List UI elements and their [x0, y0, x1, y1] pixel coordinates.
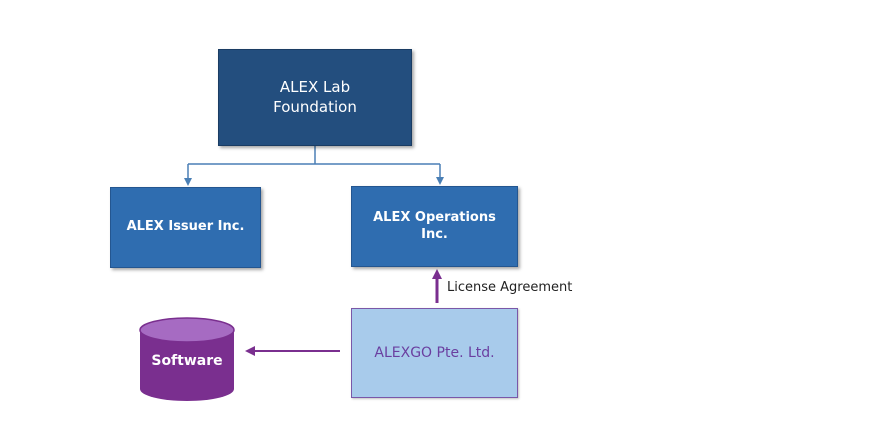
node-label: ALEX Issuer Inc. [126, 219, 245, 235]
node-alexgo: ALEXGO Pte. Ltd. [351, 308, 518, 398]
node-alex-lab-foundation: ALEX Lab Foundation [218, 49, 412, 146]
node-label: ALEX Operations Inc. [373, 209, 496, 242]
node-alex-issuer: ALEX Issuer Inc. [110, 187, 261, 268]
software-label: Software [151, 353, 223, 369]
node-label: ALEXGO Pte. Ltd. [374, 344, 495, 361]
node-alex-operations: ALEX Operations Inc. [351, 186, 518, 267]
license-agreement-label: License Agreement [447, 280, 573, 295]
node-label: ALEX Lab Foundation [273, 78, 357, 116]
